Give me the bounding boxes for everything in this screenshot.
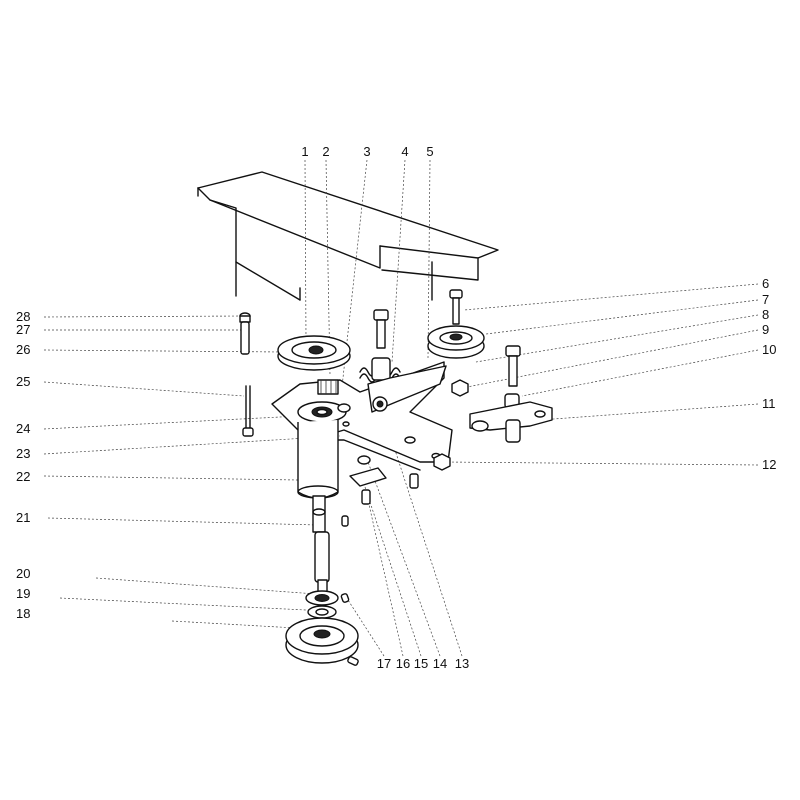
leader-22 — [43, 475, 299, 481]
part-12-nut — [433, 453, 451, 471]
leader-16 — [367, 499, 404, 657]
part-27-pin — [240, 321, 250, 355]
callout-8: 8 — [762, 307, 769, 322]
housing-body — [197, 171, 499, 301]
leader-7 — [485, 299, 759, 335]
callout-17: 17 — [377, 656, 391, 671]
part-18-pulley — [285, 617, 359, 664]
leader-28 — [43, 315, 245, 318]
part-26-pulley — [277, 335, 351, 371]
leader-24 — [43, 415, 301, 430]
part-7-pulley — [427, 325, 485, 359]
leader-lines — [43, 159, 759, 657]
part-21-shaft — [312, 495, 330, 595]
leader-12 — [445, 461, 759, 466]
callout-18: 18 — [16, 606, 30, 621]
callout-7: 7 — [762, 292, 769, 307]
part-28-cap — [239, 312, 251, 323]
callout-20: 20 — [16, 566, 30, 581]
leader-15 — [361, 477, 422, 657]
callout-2: 2 — [322, 144, 329, 159]
leader-6 — [463, 283, 759, 311]
leader-5 — [427, 159, 431, 359]
callout-23: 23 — [16, 446, 30, 461]
leader-21 — [47, 517, 319, 526]
leader-25 — [43, 381, 245, 397]
leader-13 — [381, 409, 463, 657]
leader-14 — [367, 461, 441, 657]
callout-27: 27 — [16, 322, 30, 337]
callout-22: 22 — [16, 469, 30, 484]
part-19-washer — [307, 605, 337, 619]
leader-4 — [391, 159, 406, 363]
part-15-plate — [349, 455, 387, 487]
callout-4: 4 — [401, 144, 408, 159]
part-small-screw — [337, 403, 351, 427]
callout-14: 14 — [433, 656, 447, 671]
part-key — [341, 515, 349, 527]
callout-9: 9 — [762, 322, 769, 337]
callout-28: 28 — [16, 309, 30, 324]
part-11-arm — [469, 401, 553, 443]
callout-11: 11 — [762, 396, 776, 411]
part-25-bolt — [242, 385, 254, 437]
callout-6: 6 — [762, 276, 769, 291]
part-14-bolt — [409, 473, 419, 489]
callout-24: 24 — [16, 421, 30, 436]
callout-21: 21 — [16, 510, 30, 525]
leader-23 — [43, 435, 341, 455]
leader-17 — [347, 599, 385, 657]
part-9-nut — [451, 379, 469, 397]
part-22-housing — [297, 420, 339, 499]
leader-11 — [539, 403, 759, 421]
callout-1: 1 — [301, 144, 308, 159]
part-20-bearing — [305, 590, 339, 606]
part-16-bolt — [361, 489, 371, 505]
callout-25: 25 — [16, 374, 30, 389]
callout-26: 26 — [16, 342, 30, 357]
callout-19: 19 — [16, 586, 30, 601]
callout-5: 5 — [426, 144, 433, 159]
leader-20 — [95, 577, 317, 595]
callout-16: 16 — [396, 656, 410, 671]
callout-10: 10 — [762, 342, 776, 357]
part-17-key — [340, 593, 359, 666]
leader-10 — [521, 349, 759, 397]
part-24-bearing — [297, 401, 347, 423]
callout-labels: 1 2 3 4 5 6 7 8 9 10 11 12 13 14 15 16 1… — [16, 144, 776, 671]
part-10-bolt — [504, 345, 521, 409]
callout-15: 15 — [414, 656, 428, 671]
callout-13: 13 — [455, 656, 469, 671]
part-6-bolt — [449, 289, 463, 325]
leader-18 — [171, 620, 297, 629]
callout-12: 12 — [762, 457, 776, 472]
part-3-idler-bolt — [367, 309, 447, 413]
callout-3: 3 — [363, 144, 370, 159]
part-2-block — [317, 379, 339, 395]
leader-19 — [59, 597, 307, 611]
